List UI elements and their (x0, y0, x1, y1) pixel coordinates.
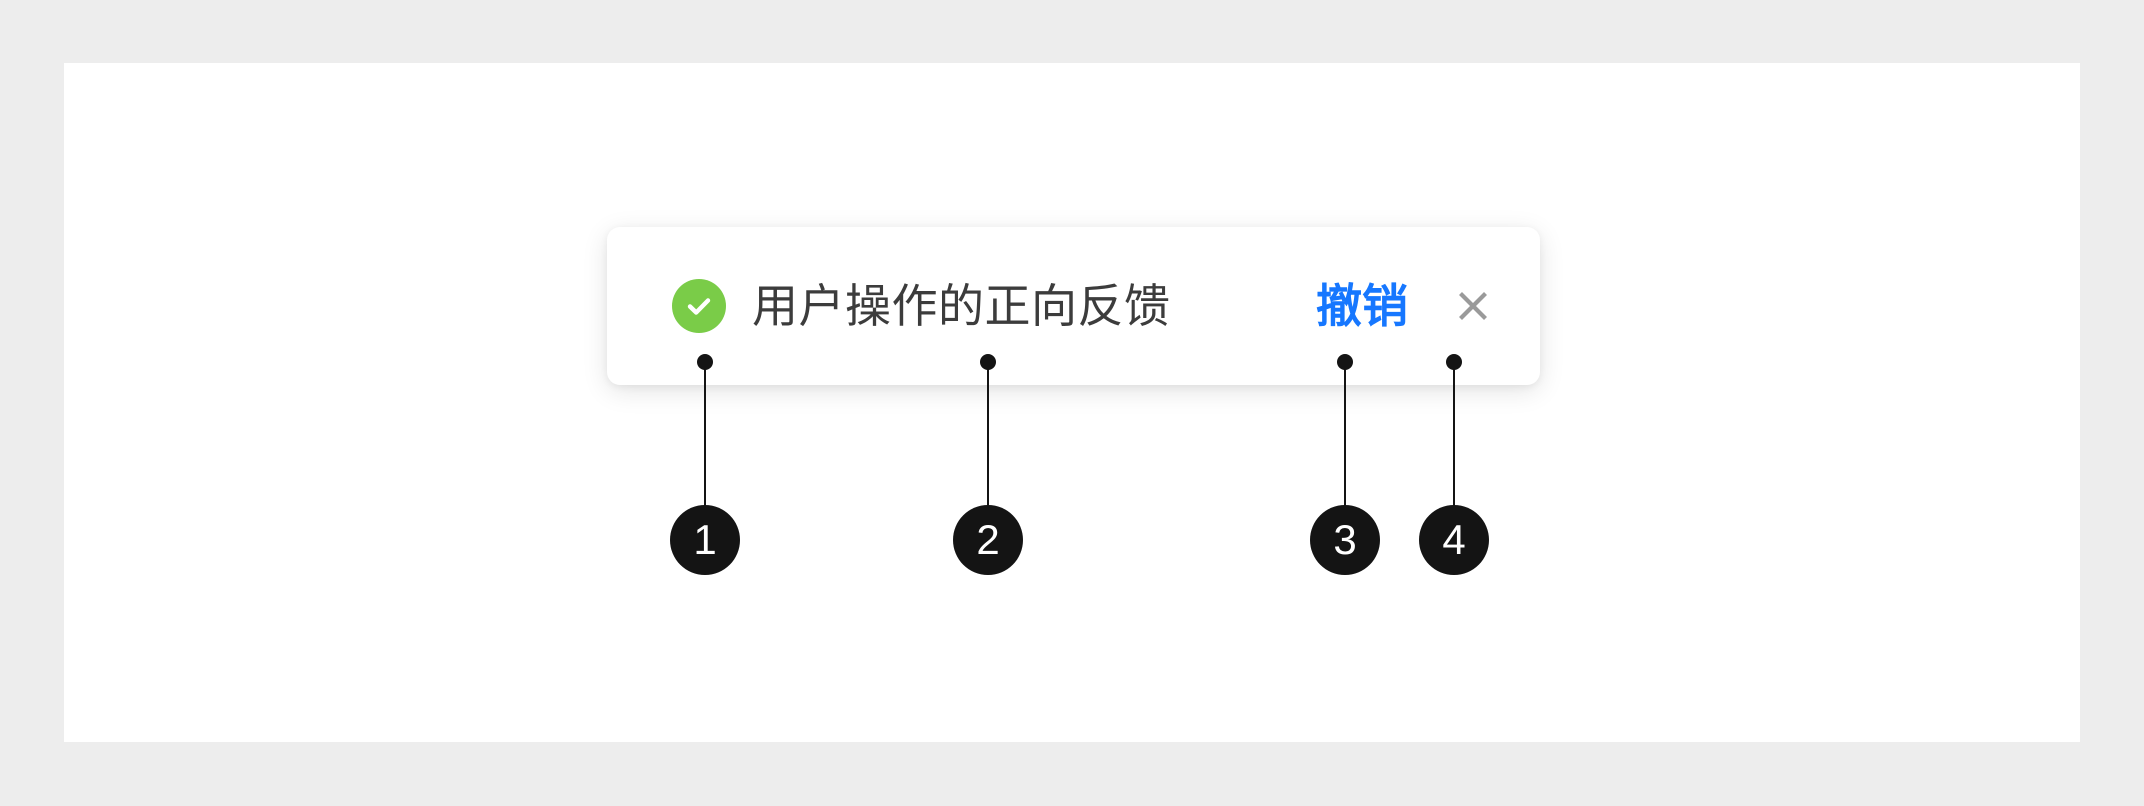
toast-message: 用户操作的正向反馈 (752, 280, 1171, 332)
callout-number-badge[interactable]: 1 (670, 505, 740, 575)
callout-number-label: 3 (1333, 516, 1357, 563)
callout-leader-line (1453, 362, 1455, 540)
callout-number-label: 2 (976, 516, 1000, 563)
callout-number-label: 1 (693, 516, 717, 563)
toast-notification: 用户操作的正向反馈 撤销 (607, 227, 1540, 385)
callout-anchor-dot (1337, 354, 1353, 370)
callout-anchor-dot (980, 354, 996, 370)
callout-leader-line (704, 362, 706, 540)
callout-leader-line (987, 362, 989, 540)
callout-number-badge[interactable]: 4 (1419, 505, 1489, 575)
success-check-icon (672, 279, 726, 333)
artboard-canvas (64, 63, 2080, 742)
undo-button[interactable]: 撤销 (1316, 280, 1408, 332)
close-icon[interactable] (1450, 283, 1496, 329)
callout-leader-line (1344, 362, 1346, 540)
callout-number-label: 4 (1442, 516, 1466, 563)
callout-anchor-dot (1446, 354, 1462, 370)
callout-number-badge[interactable]: 2 (953, 505, 1023, 575)
callout-anchor-dot (697, 354, 713, 370)
callout-number-badge[interactable]: 3 (1310, 505, 1380, 575)
